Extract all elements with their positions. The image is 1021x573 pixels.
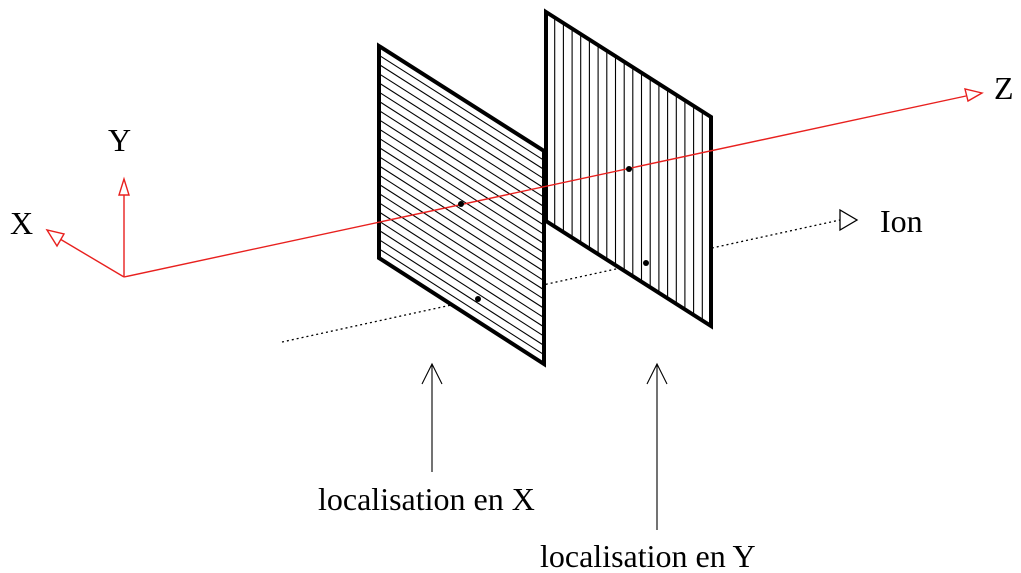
x-strip — [378, 100, 545, 208]
x-strip — [378, 54, 545, 161]
x-strip — [378, 239, 545, 346]
x-axis-line — [59, 238, 125, 278]
x-axis-arrowhead — [45, 228, 66, 248]
ion-arrowhead — [839, 208, 859, 232]
x-strip — [378, 193, 545, 300]
z-axis-hit-x-plane — [458, 201, 464, 207]
x-axis-label: X — [10, 205, 33, 241]
x-strip — [378, 165, 545, 272]
x-strip — [378, 248, 545, 356]
z-axis-line — [123, 95, 967, 278]
z-axis-hit-y-plane — [626, 166, 632, 172]
y-detector-caption: localisation en Y — [540, 538, 756, 573]
x-strip — [378, 156, 545, 263]
ion-trajectory-line — [281, 219, 841, 343]
x-strip — [378, 128, 545, 235]
ion-hit-y-plane — [643, 260, 649, 266]
x-strip — [378, 110, 545, 217]
x-strip — [378, 119, 545, 226]
x-strip — [378, 229, 545, 337]
x-strip — [378, 73, 545, 180]
ion-trajectory — [281, 208, 859, 343]
ion-label: Ion — [880, 203, 923, 239]
x-strip — [378, 183, 545, 291]
z-axis-arrowhead — [964, 88, 984, 103]
x-strip — [378, 174, 545, 282]
y-axis-arrowhead — [118, 176, 130, 196]
x-strip — [378, 220, 545, 328]
y-axis-label: Y — [108, 122, 131, 158]
x-strip — [378, 211, 545, 319]
y-detector-strips — [554, 17, 703, 321]
z-axis-label: Z — [994, 70, 1014, 106]
x-strip — [378, 91, 545, 198]
x-strip — [378, 137, 545, 245]
x-detector-pointer — [421, 362, 443, 472]
reference-axes — [45, 88, 984, 278]
x-strip — [378, 63, 545, 170]
y-detector-pointer — [646, 362, 668, 530]
x-detector-caption: localisation en X — [318, 481, 535, 517]
x-strip — [378, 202, 545, 309]
x-strip — [378, 82, 545, 189]
x-detector-strips — [378, 54, 545, 356]
y-detector-frame — [544, 8, 713, 330]
x-pointer-head — [421, 362, 443, 385]
x-detector-frame — [377, 42, 546, 368]
ion-hit-x-plane — [475, 296, 481, 302]
x-strip — [378, 146, 545, 254]
y-pointer-head — [646, 362, 668, 385]
